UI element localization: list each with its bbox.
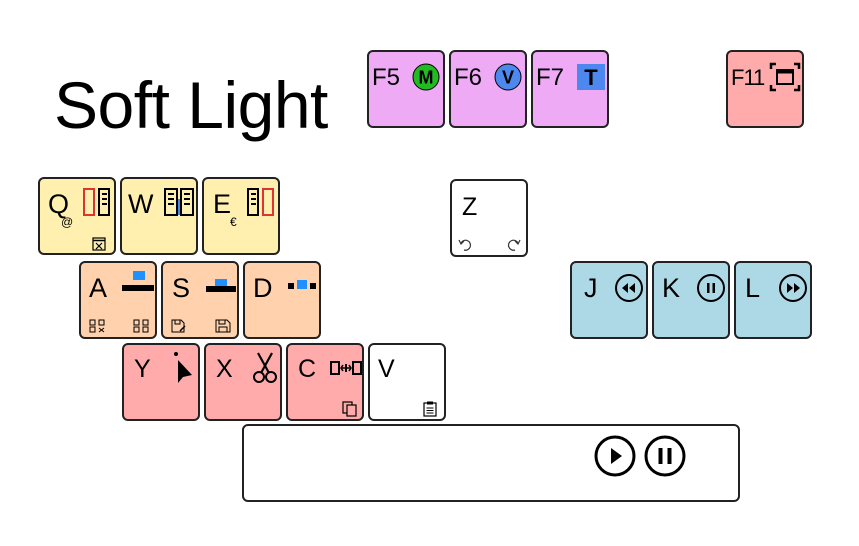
panel-left-icon xyxy=(83,188,95,216)
copy-icon xyxy=(342,401,357,417)
key-w-label: W xyxy=(128,189,154,219)
key-j-label: J xyxy=(584,273,598,303)
key-q[interactable]: Q @ xyxy=(38,177,116,255)
key-q-sublabel: @ xyxy=(61,215,74,229)
pause-icon xyxy=(644,435,686,477)
key-f7[interactable]: F7 T xyxy=(531,50,609,128)
save-icon xyxy=(215,319,231,333)
key-q-label: Q xyxy=(48,189,70,219)
key-f7-label: F7 xyxy=(536,64,565,91)
close-window-icon xyxy=(92,237,106,251)
key-z[interactable]: Z xyxy=(450,179,528,257)
svg-text:V: V xyxy=(502,68,514,88)
key-s[interactable]: S xyxy=(161,261,239,339)
key-d-label: D xyxy=(253,273,273,303)
v-circle-icon: V xyxy=(494,63,522,91)
clipboard-icon xyxy=(423,401,437,417)
key-j[interactable]: J xyxy=(570,261,648,339)
distribute-icon xyxy=(330,361,362,375)
svg-text:M: M xyxy=(419,68,434,88)
key-y[interactable]: Y xyxy=(122,343,200,421)
key-l[interactable]: L xyxy=(734,261,812,339)
key-f11-label: F11 xyxy=(731,65,765,90)
key-a-label: A xyxy=(89,273,108,303)
key-f5-label: F5 xyxy=(372,64,401,91)
key-space[interactable] xyxy=(242,424,740,502)
m-circle-icon: M xyxy=(412,63,440,91)
key-e[interactable]: E € xyxy=(202,177,280,255)
panels-split-icon xyxy=(164,188,194,216)
redo-icon xyxy=(507,239,521,251)
key-y-label: Y xyxy=(134,355,151,383)
fast-forward-icon xyxy=(779,274,807,302)
key-f11[interactable]: F11 xyxy=(726,50,804,128)
key-c[interactable]: C xyxy=(286,343,364,421)
key-z-label: Z xyxy=(462,193,478,221)
key-v-label: V xyxy=(378,355,395,383)
key-x[interactable]: X xyxy=(204,343,282,421)
key-s-label: S xyxy=(172,273,191,303)
key-k-label: K xyxy=(662,273,681,303)
key-f5[interactable]: F5 M xyxy=(367,50,445,128)
panel-right-icon xyxy=(247,188,259,216)
key-e-label: E xyxy=(213,189,232,219)
panel-right-icon xyxy=(98,188,110,216)
panel-left-icon xyxy=(262,188,274,216)
qr-code-icon xyxy=(89,319,105,333)
svg-text:T: T xyxy=(584,65,598,90)
qr-code-icon xyxy=(133,319,149,333)
pause-circle-icon xyxy=(697,274,725,302)
key-d[interactable]: D xyxy=(243,261,321,339)
pointer-icon xyxy=(174,352,192,383)
key-a[interactable]: A xyxy=(79,261,157,339)
undo-icon xyxy=(458,239,472,251)
align-middle-icon xyxy=(206,279,236,292)
scissors-icon xyxy=(253,352,277,383)
fullscreen-icon xyxy=(769,62,801,92)
key-k[interactable]: K xyxy=(652,261,730,339)
key-f6-label: F6 xyxy=(454,64,483,91)
align-dots-icon xyxy=(288,280,316,289)
align-top-icon xyxy=(122,271,154,291)
t-square-icon: T xyxy=(577,64,605,90)
key-w[interactable]: W xyxy=(120,177,198,255)
key-l-label: L xyxy=(745,273,761,303)
page-title: Soft Light xyxy=(54,68,328,142)
key-e-sublabel: € xyxy=(230,215,237,229)
save-as-icon xyxy=(171,319,186,333)
key-x-label: X xyxy=(216,355,233,383)
rewind-icon xyxy=(615,274,643,302)
key-f6[interactable]: F6 V xyxy=(449,50,527,128)
key-v[interactable]: V xyxy=(368,343,446,421)
key-c-label: C xyxy=(298,355,317,383)
play-icon xyxy=(594,435,636,477)
